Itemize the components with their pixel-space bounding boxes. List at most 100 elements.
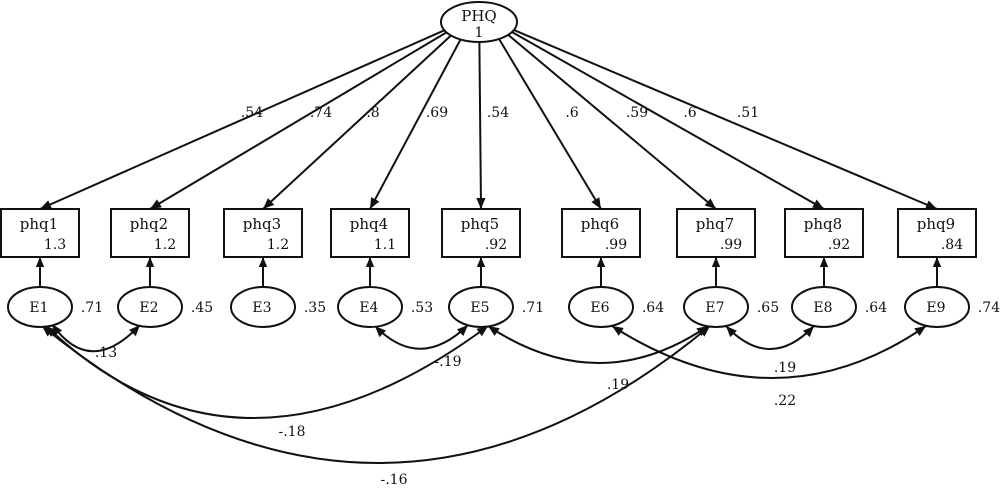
error-name-E1: E1 bbox=[29, 300, 48, 316]
covariance-arrowhead-E5-E1-E5 bbox=[476, 326, 488, 337]
loading-path-phq6 bbox=[497, 36, 602, 210]
error-ellipse-E4 bbox=[337, 286, 403, 328]
error-ellipse-E5 bbox=[448, 286, 514, 328]
item-name-phq9: phq9 bbox=[917, 215, 955, 233]
item-intercept-phq7: .99 bbox=[720, 237, 742, 253]
labels-layer: PHQ1.54phq11.3E1.71.74phq21.2E2.45.8phq3… bbox=[20, 7, 1000, 488]
item-box-phq5 bbox=[441, 208, 521, 258]
error-ellipse-E8 bbox=[791, 286, 857, 328]
error-arrowhead-phq2 bbox=[145, 257, 155, 267]
covariance-arrowhead-E2-E1-E2 bbox=[129, 325, 140, 337]
loading-phq2: .74 bbox=[310, 105, 332, 121]
loading-path-phq2 bbox=[149, 30, 450, 210]
loading-phq8: .6 bbox=[683, 105, 696, 121]
covariance-value-E4-E5: -.19 bbox=[435, 354, 462, 370]
loading-arrowhead-phq3 bbox=[263, 198, 275, 209]
item-box-phq1 bbox=[0, 208, 80, 258]
item-intercept-phq4: 1.1 bbox=[374, 237, 396, 253]
error-variance-E3: .35 bbox=[304, 300, 326, 316]
covariance-value-E5-E7: .19 bbox=[607, 377, 629, 393]
covariance-arrowhead-E5-E4-E5 bbox=[456, 325, 468, 336]
loading-arrowhead-phq1 bbox=[40, 200, 52, 209]
item-box-phq7 bbox=[676, 208, 756, 258]
item-box-phq3 bbox=[223, 208, 303, 258]
item-intercept-phq2: 1.2 bbox=[154, 237, 176, 253]
item-name-phq1: phq1 bbox=[20, 215, 58, 233]
covariance-arrowhead-E9-E6-E9 bbox=[914, 326, 926, 337]
covariance-curve-E5-E7 bbox=[487, 325, 709, 364]
item-name-phq2: phq2 bbox=[130, 215, 168, 233]
latent-name: PHQ bbox=[461, 7, 496, 25]
item-intercept-phq8: .92 bbox=[828, 237, 850, 253]
item-intercept-phq5: .92 bbox=[485, 237, 507, 253]
error-name-E3: E3 bbox=[252, 300, 271, 316]
error-ellipse-E7 bbox=[683, 286, 749, 328]
error-variance-E9: .74 bbox=[978, 300, 1000, 316]
covariance-curve-E1-E5 bbox=[45, 325, 489, 419]
covariance-value-E7-E8: .19 bbox=[774, 360, 796, 376]
error-name-E9: E9 bbox=[926, 300, 945, 316]
error-variance-E8: .64 bbox=[865, 300, 887, 316]
covariance-arrowhead-E6-E6-E9 bbox=[612, 326, 624, 336]
error-variance-E7: .65 bbox=[757, 300, 779, 316]
loading-path-phq4 bbox=[369, 37, 463, 210]
error-name-E8: E8 bbox=[813, 300, 832, 316]
loading-path-phq1 bbox=[39, 28, 448, 210]
error-ellipse-E3 bbox=[230, 286, 296, 328]
loading-phq1: .54 bbox=[241, 105, 263, 121]
error-variance-E2: .45 bbox=[191, 300, 213, 316]
error-ellipse-E1 bbox=[7, 286, 73, 328]
item-intercept-phq3: 1.2 bbox=[267, 237, 289, 253]
loading-arrowhead-phq4 bbox=[370, 197, 380, 209]
error-ellipse-E6 bbox=[568, 286, 634, 328]
covariance-curve-E7-E8 bbox=[725, 325, 815, 350]
error-arrowhead-phq7 bbox=[711, 257, 721, 267]
loading-arrowhead-phq6 bbox=[591, 197, 601, 209]
error-arrowhead-phq4 bbox=[365, 257, 375, 267]
error-name-E7: E7 bbox=[705, 300, 724, 316]
error-name-E6: E6 bbox=[590, 300, 609, 316]
error-arrowhead-phq1 bbox=[35, 257, 45, 267]
item-intercept-phq1: 1.3 bbox=[44, 237, 66, 253]
covariance-arrowhead-E4-E4-E5 bbox=[375, 326, 386, 338]
loading-phq9: .51 bbox=[737, 105, 759, 121]
item-box-phq6 bbox=[561, 208, 641, 258]
error-ellipse-E9 bbox=[904, 286, 970, 328]
covariance-curve-E1-E7 bbox=[41, 325, 711, 464]
loading-path-phq7 bbox=[505, 32, 717, 210]
error-arrowhead-phq8 bbox=[819, 257, 829, 267]
item-box-phq9 bbox=[897, 208, 977, 258]
item-name-phq5: phq5 bbox=[461, 215, 499, 233]
error-variance-E5: .71 bbox=[522, 300, 544, 316]
error-name-E5: E5 bbox=[470, 300, 489, 316]
edges-layer bbox=[35, 28, 942, 464]
loading-path-phq3 bbox=[262, 33, 454, 210]
covariance-arrowhead-E7-E1-E7 bbox=[698, 326, 710, 337]
covariance-arrowhead-E1-E1-E7 bbox=[42, 326, 54, 337]
covariance-arrowhead-E8-E7-E8 bbox=[803, 326, 814, 338]
error-variance-E6: .64 bbox=[642, 300, 664, 316]
item-name-phq6: phq6 bbox=[581, 215, 619, 233]
latent-variance: 1 bbox=[475, 25, 484, 41]
loading-path-phq8 bbox=[509, 29, 825, 210]
loading-arrowhead-phq5 bbox=[476, 197, 486, 209]
error-ellipse-E2 bbox=[117, 286, 183, 328]
error-variance-E4: .53 bbox=[411, 300, 433, 316]
loading-arrowhead-phq8 bbox=[812, 199, 824, 209]
loading-path-phq5 bbox=[478, 40, 482, 210]
loading-phq7: .59 bbox=[626, 105, 648, 121]
covariance-arrowhead-E5-E5-E7 bbox=[488, 326, 500, 336]
error-arrowhead-phq5 bbox=[476, 257, 486, 267]
error-arrowhead-phq9 bbox=[932, 257, 942, 267]
error-arrowhead-phq3 bbox=[258, 257, 268, 267]
covariance-arrowhead-E7-E7-E8 bbox=[726, 326, 737, 338]
covariance-value-E1-E7: -.16 bbox=[381, 472, 408, 488]
covariance-curve-E4-E5 bbox=[374, 324, 469, 350]
covariance-value-E1-E5: -.18 bbox=[279, 424, 306, 440]
nodes-layer bbox=[0, 1, 977, 328]
error-arrowhead-phq6 bbox=[596, 257, 606, 267]
item-name-phq4: phq4 bbox=[350, 215, 388, 233]
error-name-E4: E4 bbox=[359, 300, 378, 316]
latent-phq-ellipse bbox=[440, 1, 518, 43]
